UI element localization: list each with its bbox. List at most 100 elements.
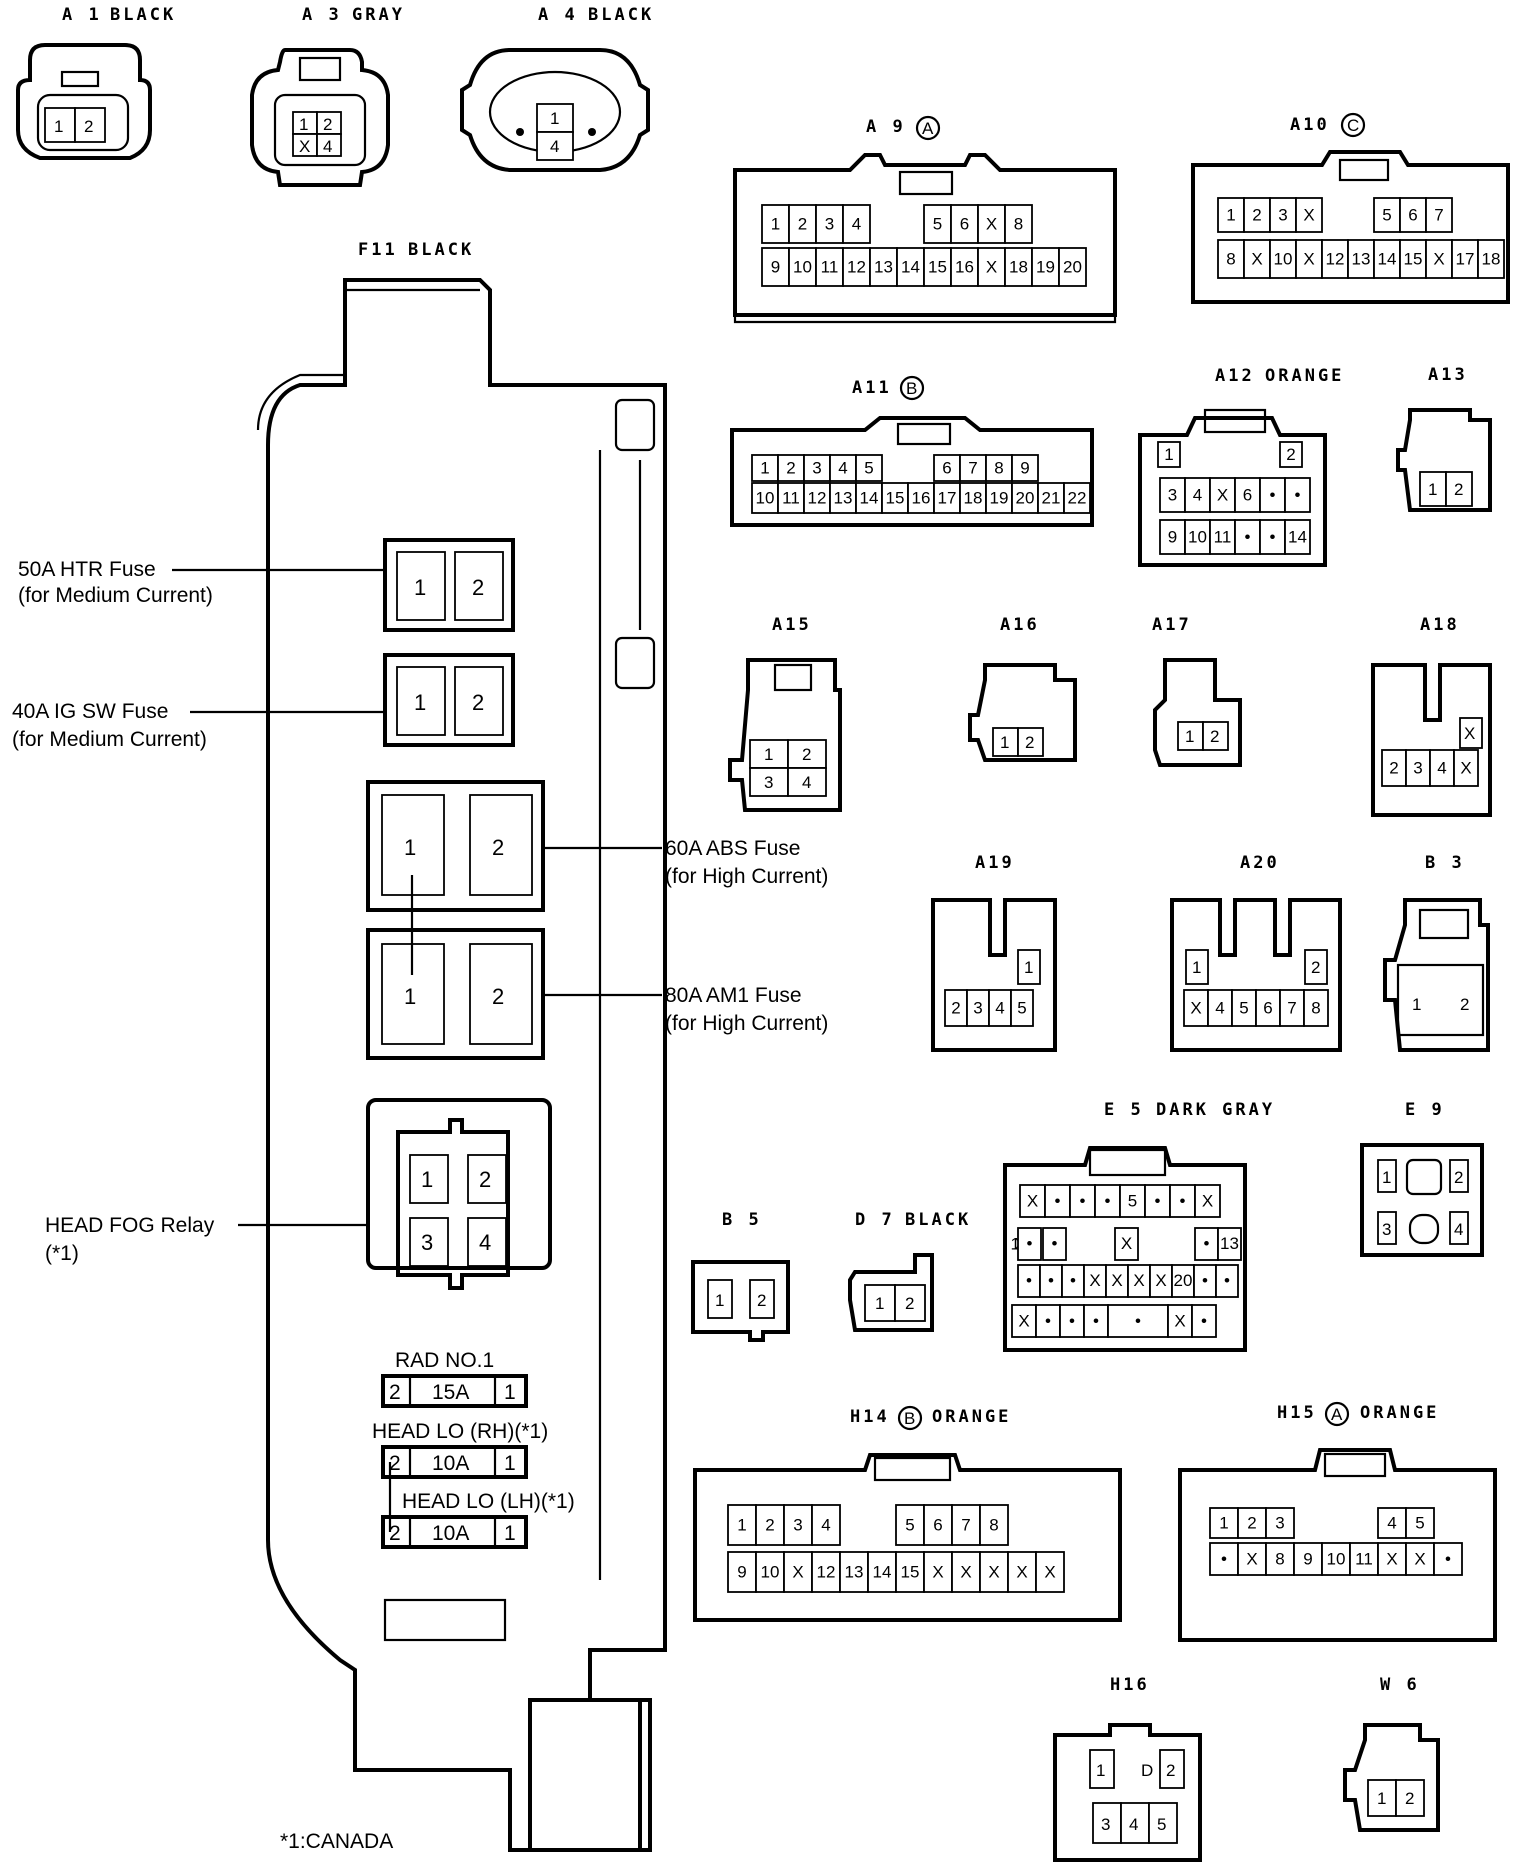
- a9-pin-label: X: [986, 258, 997, 277]
- am1-fuse-pin-2: 2: [492, 984, 504, 1009]
- a11-pin-cell: [1011, 454, 1039, 482]
- h15-pin-label: •: [1221, 1549, 1227, 1568]
- e5-pin-label: 5: [1128, 1191, 1137, 1210]
- connector-d7: D 7 BLACK 1 2: [848, 1210, 968, 1332]
- e5-pin-label: •: [1201, 1311, 1207, 1330]
- mini-fuse-lh-name: HEAD LO (LH)(*1): [402, 1490, 575, 1513]
- a19-pin-label: 3: [973, 999, 982, 1018]
- a12-pin-cell: [1284, 477, 1311, 513]
- a10-pin-label: X: [1303, 206, 1314, 225]
- a12-id: A12: [1215, 366, 1255, 386]
- a3-pin-4: 4: [323, 137, 332, 156]
- a15-pin-4: 4: [802, 773, 811, 792]
- a10-pin-label: 1: [1226, 206, 1235, 225]
- h14-pin-label: 5: [905, 1516, 914, 1535]
- h16-pin-1: 1: [1096, 1761, 1105, 1780]
- a10-pin-label: 12: [1326, 249, 1345, 268]
- h14-pin-cell: [811, 1551, 841, 1593]
- a10-pin-cell: [1217, 197, 1245, 233]
- e5-color: DARK GRAY: [1156, 1100, 1275, 1120]
- f11-color: BLACK: [408, 240, 474, 260]
- a11-pin-label: 12: [808, 488, 827, 507]
- e5-pin-label: •: [1055, 1191, 1061, 1210]
- a9-pin-label: 9: [771, 258, 780, 277]
- a9-pin-label: 20: [1063, 258, 1082, 277]
- h14-pin-label: 12: [817, 1562, 836, 1581]
- a10-pin-label: X: [1303, 249, 1314, 268]
- a4-pin-1: 1: [550, 109, 559, 128]
- a12-pin-label: 14: [1288, 527, 1307, 546]
- a11-pin-label: 21: [1042, 488, 1061, 507]
- a9-pin-cell: [1031, 247, 1060, 287]
- a10-pin-cell: [1295, 197, 1323, 233]
- h15-pin-label: 4: [1387, 1514, 1396, 1533]
- connector-w6: W 6 1 2: [1343, 1675, 1440, 1832]
- a18-pin-cell: [1405, 749, 1431, 787]
- a12-pin-label: •: [1245, 527, 1251, 546]
- a10-pin-cell: [1373, 239, 1401, 279]
- connector-a17: A17 1 2: [1152, 615, 1242, 767]
- mini-fuse-rh-pin-2: 2: [389, 1452, 401, 1475]
- h14-pin-cell: [979, 1504, 1009, 1546]
- a20-pin-label: 6: [1263, 999, 1272, 1018]
- e5-pin-label: X: [1133, 1271, 1144, 1290]
- a12-pin-label: •: [1270, 486, 1276, 505]
- a19-pin-label: 5: [1017, 999, 1026, 1018]
- a11-pin-label: 19: [990, 488, 1009, 507]
- a10-pin-label: 8: [1226, 249, 1235, 268]
- a12-pin-label: 9: [1168, 527, 1177, 546]
- e5-pin-label: X: [1202, 1191, 1213, 1210]
- a18-pin-label: 3: [1413, 759, 1422, 778]
- am1-fuse-pin-1: 1: [404, 984, 416, 1009]
- htr-fuse-pin-2: 2: [472, 575, 484, 600]
- e5-pin-cell: [1069, 1184, 1096, 1218]
- a10-pin-cell: [1243, 197, 1271, 233]
- a9-pin-label: 5: [933, 215, 942, 234]
- h16-pin-5: 5: [1157, 1815, 1166, 1834]
- e5-pin-label: •: [1052, 1234, 1058, 1253]
- h14-pin-label: 10: [761, 1562, 780, 1581]
- a11-pin-cell: [855, 482, 883, 514]
- a11-pin-cell: [777, 482, 805, 514]
- a11-id: A11: [852, 378, 892, 398]
- igsw-fuse-sub: (for Medium Current): [12, 728, 207, 751]
- e9-pin-2: 2: [1454, 1168, 1463, 1187]
- a11-pin-label: 4: [838, 459, 847, 478]
- a11-pin-label: 18: [964, 488, 983, 507]
- htr-fuse-label: 50A HTR Fuse: [18, 558, 156, 581]
- relay-pin-2: 2: [479, 1167, 491, 1192]
- a11-pin-label: 11: [782, 488, 800, 507]
- htr-fuse-sub: (for Medium Current): [18, 584, 213, 607]
- a15-id: A15: [772, 615, 812, 635]
- a11-pin-label: 10: [756, 488, 775, 507]
- a11-pin-label: 15: [886, 488, 905, 507]
- h14-pin-cell: [951, 1504, 981, 1546]
- h16-pin-4: 4: [1129, 1815, 1138, 1834]
- h14-pin-label: X: [792, 1562, 803, 1581]
- a9-pin-cell: [1004, 204, 1033, 244]
- e5-pin-label: •: [1155, 1191, 1161, 1210]
- h15-pin-label: •: [1445, 1549, 1451, 1568]
- h15-color: ORANGE: [1360, 1403, 1439, 1423]
- h14-pin-label: X: [1044, 1562, 1055, 1581]
- e5-pin-cell: [1107, 1304, 1169, 1338]
- e5-pin-cell: [1017, 1227, 1042, 1261]
- a9-pin-label: 2: [798, 215, 807, 234]
- a15-pin-2: 2: [802, 745, 811, 764]
- h14-pin-cell: [783, 1551, 813, 1593]
- h15-pin-cell: [1265, 1507, 1295, 1539]
- e5-pin-label: 20: [1174, 1271, 1193, 1290]
- a12-pin-label: 2: [1286, 445, 1295, 464]
- a17-pin-2: 2: [1210, 727, 1219, 746]
- a10-pin-label: 6: [1408, 206, 1417, 225]
- h14-pin-cell: [727, 1551, 757, 1593]
- e5-pin-label: •: [1105, 1191, 1111, 1210]
- a9-pin-label: 4: [852, 215, 861, 234]
- a12-pin-label: 3: [1168, 486, 1177, 505]
- a18-pin-label: 4: [1437, 759, 1446, 778]
- a12-pin-label: 11: [1214, 527, 1232, 546]
- relay-sub: (*1): [45, 1242, 79, 1265]
